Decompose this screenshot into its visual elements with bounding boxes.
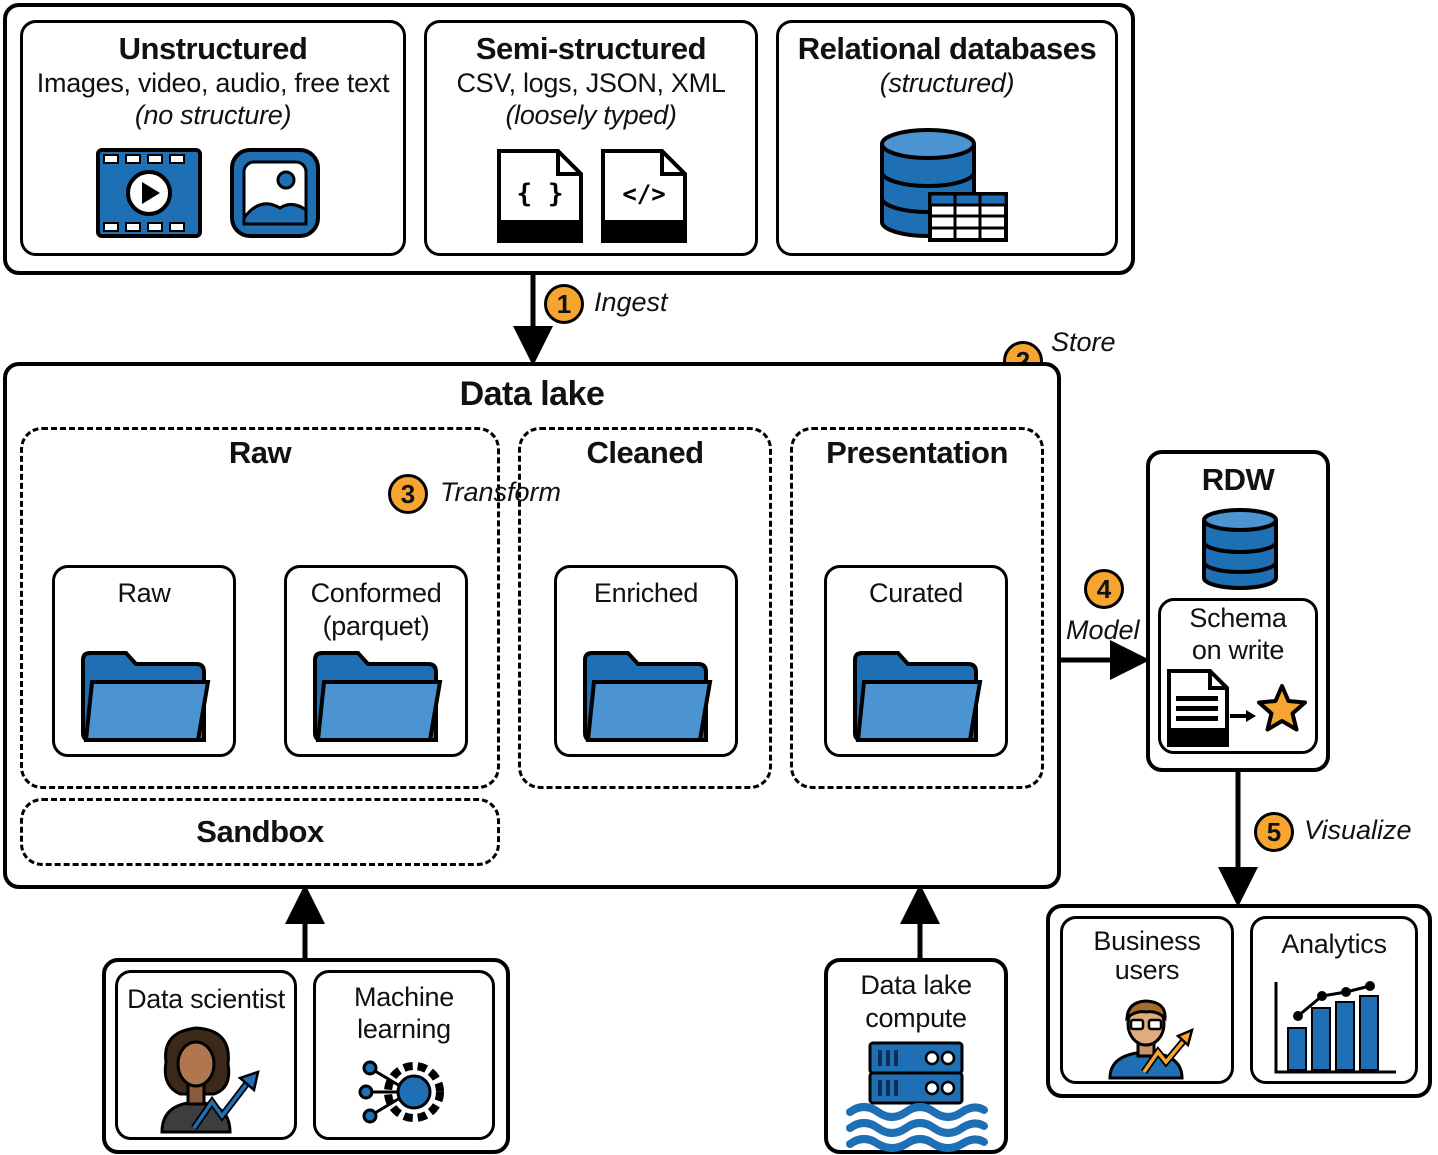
conformed-folder-label: Conformed: [310, 578, 442, 608]
raw-zone-title: Raw: [228, 435, 292, 470]
curated-folder-icon: [853, 651, 983, 742]
unstructured-desc: Images, video, audio, free text: [36, 68, 390, 98]
presentation-zone: [790, 427, 1044, 789]
star-icon: [1230, 684, 1307, 732]
machine-learning-line1: Machine: [354, 982, 454, 1012]
step-4-badge: 4: [1084, 569, 1124, 609]
compute-server-icon: [846, 1041, 988, 1152]
json-file-icon: { }: [497, 149, 583, 243]
database-table-icon: [880, 128, 1008, 242]
sandbox-zone: [20, 798, 500, 866]
enriched-folder-icon: [583, 651, 713, 742]
rdw-database-icon: [1202, 508, 1278, 590]
video-icon: [96, 148, 202, 238]
machine-learning-line2: learning: [357, 1014, 451, 1044]
schema-document-icon: [1167, 669, 1229, 747]
raw-folder-label: Raw: [117, 578, 171, 608]
sandbox-zone-title: Sandbox: [196, 814, 324, 849]
conformed-folder-sublabel: (parquet): [322, 611, 430, 641]
data-lake-title: Data lake: [459, 375, 605, 413]
image-icon: [230, 148, 320, 238]
data-scientist-label: Data scientist: [127, 984, 285, 1014]
relational-note: (structured): [879, 68, 1015, 98]
enriched-folder-label: Enriched: [593, 578, 699, 608]
step-2-label: Store: [1051, 327, 1116, 357]
curated-folder-label: Curated: [869, 578, 963, 608]
cleaned-zone-title: Cleaned: [586, 435, 704, 470]
semi-structured-card: [424, 20, 758, 256]
raw-zone: [20, 427, 500, 789]
business-users-line1: Business: [1093, 926, 1201, 956]
step-3-badge: 3: [388, 474, 428, 514]
step-4-label: Model: [1066, 615, 1140, 645]
compute-line2: compute: [865, 1003, 967, 1033]
unstructured-title: Unstructured: [118, 31, 308, 66]
step-1-label: Ingest: [594, 287, 668, 317]
conformed-folder-icon: [313, 651, 443, 742]
rdw-title: RDW: [1201, 462, 1275, 497]
relational-title: Relational databases: [797, 31, 1097, 66]
svg-text:{ }: { }: [517, 179, 564, 209]
compute-line1: Data lake: [860, 970, 972, 1000]
machine-learning-card: [313, 970, 495, 1140]
business-users-line2: users: [1114, 955, 1180, 985]
schema-label-line2: on write: [1191, 635, 1285, 665]
presentation-zone-title: Presentation: [826, 435, 1008, 470]
semi-structured-note: (loosely typed): [505, 100, 677, 130]
step-1-badge: 1: [544, 284, 584, 324]
step-5-label: Visualize: [1304, 815, 1412, 845]
unstructured-note: (no structure): [134, 100, 292, 130]
unstructured-card: [20, 20, 406, 256]
semi-structured-desc: CSV, logs, JSON, XML: [456, 68, 726, 98]
step-3-label: Transform: [440, 477, 562, 507]
machine-learning-icon: [358, 1060, 444, 1124]
bar-chart-icon: [1274, 981, 1396, 1074]
cleaned-zone: [518, 427, 772, 789]
step-5-badge: 5: [1254, 812, 1294, 852]
semi-structured-title: Semi-structured: [475, 31, 707, 66]
xml-file-icon: </>: [601, 149, 687, 243]
schema-label-line1: Schema: [1189, 603, 1287, 633]
analytics-label: Analytics: [1281, 929, 1387, 959]
data-scientist-icon: [160, 1026, 260, 1134]
analytics-card: [1250, 916, 1418, 1084]
svg-text:</>: </>: [622, 180, 665, 208]
raw-folder-icon: [81, 651, 211, 742]
business-user-icon: [1108, 999, 1194, 1080]
